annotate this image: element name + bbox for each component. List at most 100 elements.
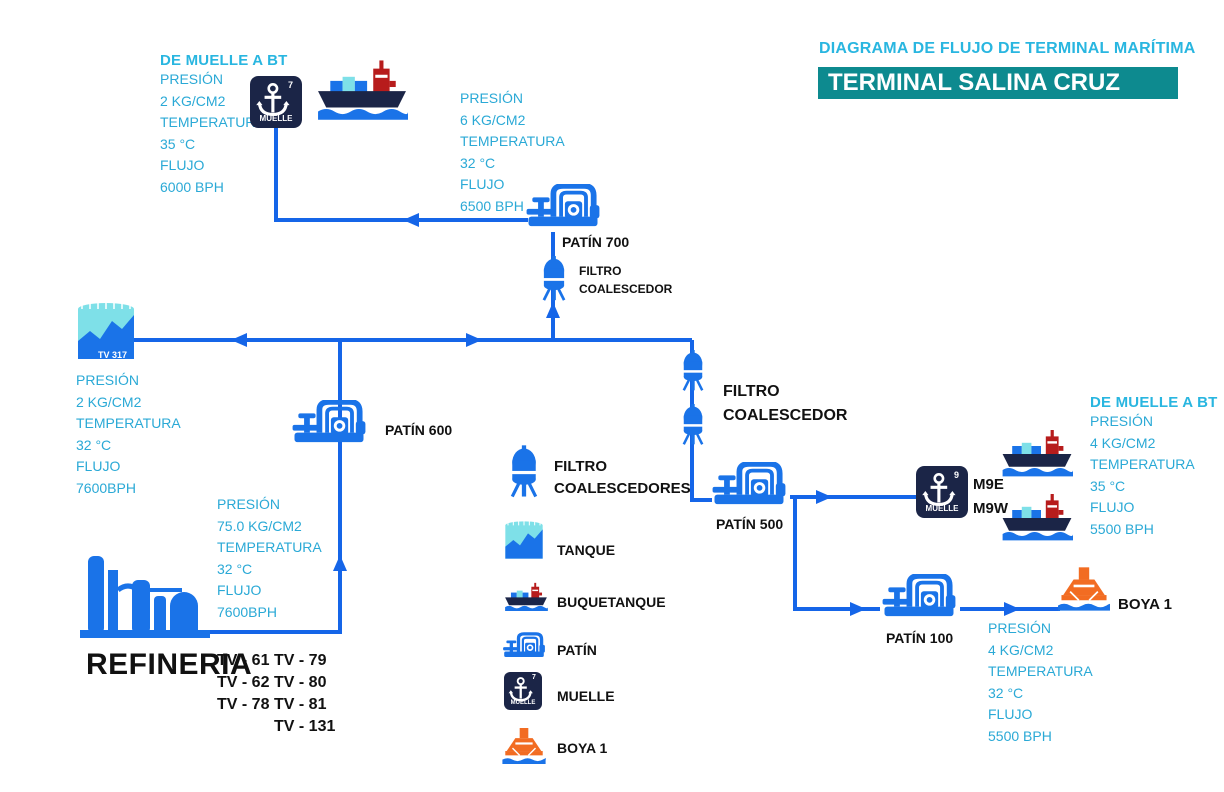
- tv-item: TV - 131: [274, 718, 336, 735]
- filter-icon: [681, 350, 705, 392]
- tv-item: TV - 62: [217, 674, 270, 691]
- flow-arrow: [850, 602, 866, 616]
- legend-text: FILTRO: [554, 458, 608, 475]
- filter-icon: [541, 256, 567, 302]
- patin700-label: PATÍN 700: [562, 234, 630, 250]
- tank-icon: [504, 520, 544, 560]
- refinery-label: REFINERIA: [86, 648, 253, 681]
- muelle7-line: 6000 BPH: [160, 178, 224, 195]
- muelle7-info: DE MUELLE A BT PRESIÓN 2 KG/CM2 TEMPERAT…: [160, 52, 288, 198]
- tv-item: TV - 78: [217, 696, 270, 713]
- legend: FILTRO COALESCEDORES TANQUE BUQUETANQUE …: [500, 444, 691, 774]
- patin700-line: 6 KG/CM2: [460, 111, 526, 128]
- buoy-icon: [502, 728, 546, 764]
- muelle9-line: 35 °C: [1090, 477, 1126, 494]
- boya-label: BOYA 1: [1118, 596, 1172, 613]
- muelle7-line: TEMPERATURA: [160, 114, 265, 130]
- tank-line: 32 °C: [76, 436, 112, 453]
- filter-icon: [509, 444, 539, 499]
- ship-icon: [505, 582, 548, 612]
- filtro-mid-line: COALESCEDOR: [723, 407, 848, 424]
- legend-text: BUQUETANQUE: [557, 594, 666, 610]
- patin100-line: 32 °C: [988, 684, 1024, 701]
- refinery-line: TEMPERATURA: [217, 539, 322, 555]
- tank-line: FLUJO: [76, 458, 121, 474]
- patin500-label: PATÍN 500: [716, 516, 784, 532]
- flow-arrow: [1004, 602, 1020, 616]
- tank-line: TEMPERATURA: [76, 415, 181, 431]
- skid-icon: [524, 184, 602, 230]
- muelle7-node: 7 MUELLE: [250, 76, 302, 128]
- skid-icon: [290, 400, 368, 446]
- muelle7-badge: MUELLE: [259, 114, 293, 123]
- legend-text: COALESCEDORES: [554, 480, 691, 497]
- tank-info: PRESIÓN 2 KG/CM2 TEMPERATURA 32 °C FLUJO…: [76, 370, 181, 499]
- refinery-line: 7600BPH: [217, 603, 277, 620]
- tank-name: TV 317: [98, 350, 128, 360]
- patin700-line: 6500 BPH: [460, 197, 524, 214]
- tank-line: 7600BPH: [76, 479, 136, 496]
- patin100-line: 4 KG/CM2: [988, 641, 1054, 658]
- muelle9-number: 9: [954, 470, 960, 480]
- patin100-line: 5500 BPH: [988, 727, 1052, 744]
- legend-text: BOYA 1: [557, 740, 608, 756]
- terminal-title: TERMINAL SALINA CRUZ: [818, 67, 1178, 99]
- patin700-line: FLUJO: [460, 176, 505, 192]
- refinery-info: PRESIÓN 75.0 KG/CM2 TEMPERATURA 32 °C FL…: [217, 494, 322, 623]
- refinery-line: FLUJO: [217, 582, 262, 598]
- filtro-top-label: FILTRO COALESCEDOR: [579, 262, 672, 298]
- tv-item: TV - 81: [274, 696, 327, 713]
- refinery-line: PRESIÓN: [217, 496, 281, 512]
- filtro-top-line: COALESCEDOR: [579, 282, 673, 296]
- skid-icon: [878, 574, 960, 620]
- flow-arrow: [403, 213, 419, 227]
- muelle9-line: PRESIÓN: [1090, 413, 1154, 429]
- ship-icon: [1002, 430, 1073, 477]
- muelle9-heading: DE MUELLE A BT: [1090, 394, 1218, 411]
- muelle7-line: 2 KG/CM2: [160, 92, 226, 109]
- filtro-top-line: FILTRO: [579, 264, 622, 278]
- legend-muelle-badge: MUELLE: [510, 700, 536, 706]
- filtro-mid-line: FILTRO: [723, 383, 780, 400]
- muelle7-line: PRESIÓN: [160, 71, 224, 87]
- flow-arrow: [546, 302, 560, 318]
- muelle9-line: TEMPERATURA: [1090, 456, 1195, 472]
- patin100-line: TEMPERATURA: [988, 663, 1093, 679]
- muelle9-node: 9 MUELLE: [916, 466, 968, 518]
- skid-icon: [708, 462, 790, 508]
- legend-text: MUELLE: [557, 688, 615, 704]
- tank-line: PRESIÓN: [76, 372, 140, 388]
- ship-icon: [318, 60, 408, 120]
- patin700-line: PRESIÓN: [460, 90, 524, 106]
- skid-icon: [502, 632, 546, 659]
- refinery-line: 32 °C: [217, 560, 253, 577]
- buoy-icon: [1058, 566, 1110, 612]
- patin600-label: PATÍN 600: [385, 422, 453, 438]
- tv-item: TV - 79: [274, 652, 327, 669]
- patin700-line: 32 °C: [460, 154, 496, 171]
- legend-text: PATÍN: [557, 642, 597, 658]
- diagram-title: DIAGRAMA DE FLUJO DE TERMINAL MARÍTIMA: [819, 40, 1196, 57]
- flow-arrow: [816, 490, 832, 504]
- muelle9-line: 5500 BPH: [1090, 520, 1154, 537]
- muelle7-line: 35 °C: [160, 135, 196, 152]
- patin100-line: PRESIÓN: [988, 620, 1052, 636]
- patin100-line: FLUJO: [988, 706, 1033, 722]
- muelle9-line: 4 KG/CM2: [1090, 434, 1156, 451]
- flow-arrow: [333, 555, 347, 571]
- flow-arrow: [231, 333, 247, 347]
- filter-icon: [681, 404, 705, 446]
- muelle7-number: 7: [288, 80, 294, 90]
- tv-list-col2: TV - 79 TV - 80 TV - 81 TV - 131: [274, 650, 335, 738]
- refinery-icon: [80, 556, 210, 638]
- tv-item: TV - 61: [217, 652, 270, 669]
- anchor-icon: 7 MUELLE: [504, 672, 542, 710]
- tank-line: 2 KG/CM2: [76, 393, 142, 410]
- muelle7-line: FLUJO: [160, 157, 205, 173]
- legend-muelle-number: 7: [532, 674, 536, 681]
- legend-text: TANQUE: [557, 542, 616, 558]
- m9w-label: M9W: [973, 500, 1008, 517]
- m9e-label: M9E: [973, 476, 1004, 493]
- ship-icon: [1002, 494, 1073, 541]
- legend-filter-label: FILTRO COALESCEDORES: [554, 456, 691, 500]
